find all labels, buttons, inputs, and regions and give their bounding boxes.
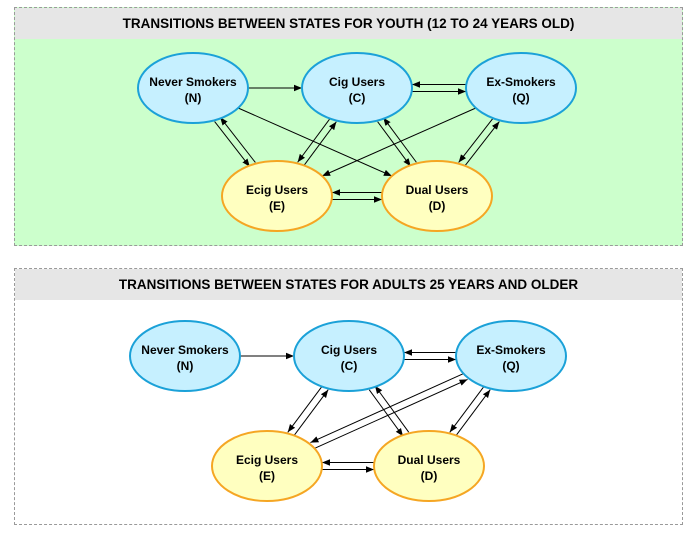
youth-arrow-d-to-c <box>382 117 417 163</box>
adults-arrow-c-to-d <box>368 389 404 437</box>
youth-node-d-name: Dual Users <box>406 183 469 197</box>
youth-node-e: Ecig Users (E) <box>221 160 333 232</box>
adults-panel: TRANSITIONS BETWEEN STATES FOR ADULTS 25… <box>14 268 683 525</box>
adults-arrow-c-to-e <box>287 385 324 433</box>
adults-arrow-d-to-c <box>374 385 410 433</box>
youth-node-q-name: Ex-Smokers <box>486 75 556 89</box>
youth-arrow-e-to-n <box>219 116 256 163</box>
adults-node-c: Cig Users (C) <box>293 320 405 392</box>
adults-node-c-ellipse <box>293 320 405 392</box>
adults-node-d-name: Dual Users <box>398 453 461 467</box>
youth-node-n: Never Smokers (N) <box>137 52 249 124</box>
youth-node-d: Dual Users (D) <box>381 160 493 232</box>
adults-arrow-e-to-q <box>313 378 468 450</box>
adults-node-q-name: Ex-Smokers <box>476 343 546 357</box>
youth-node-n-ellipse <box>137 52 249 124</box>
youth-arrow-q-to-e <box>321 107 477 177</box>
adults-node-c-name: Cig Users <box>321 343 377 357</box>
adults-arrow-e-to-c <box>292 389 329 437</box>
adults-node-n-code: (N) <box>177 359 194 373</box>
adults-arrow-q-to-d <box>449 385 486 433</box>
youth-node-e-code: (E) <box>269 199 285 213</box>
adults-node-c-code: (C) <box>341 359 358 373</box>
youth-panel-title: TRANSITIONS BETWEEN STATES FOR YOUTH (12… <box>15 8 682 39</box>
adults-node-q: Ex-Smokers (Q) <box>455 320 567 392</box>
youth-node-d-code: (D) <box>429 199 446 213</box>
youth-arrow-c-to-e <box>297 117 332 163</box>
youth-node-n-name: Never Smokers <box>149 75 237 89</box>
youth-node-e-name: Ecig Users <box>246 183 308 197</box>
youth-node-c: Cig Users (C) <box>301 52 413 124</box>
adults-arrow-d-to-q <box>454 389 491 437</box>
adults-node-d-code: (D) <box>421 469 438 483</box>
adults-node-d-ellipse <box>373 430 485 502</box>
adults-node-e-name: Ecig Users <box>236 453 298 467</box>
youth-node-c-ellipse <box>301 52 413 124</box>
youth-arrow-e-to-c <box>302 121 337 167</box>
adults-node-e-code: (E) <box>259 469 275 483</box>
youth-arrow-n-to-e <box>214 121 251 168</box>
adults-node-e-ellipse <box>211 430 323 502</box>
youth-node-c-name: Cig Users <box>329 75 385 89</box>
youth-arrow-q-to-d <box>458 116 495 163</box>
youth-node-q-code: (Q) <box>512 91 529 105</box>
adults-node-q-ellipse <box>455 320 567 392</box>
adults-node-n: Never Smokers (N) <box>129 320 241 392</box>
adults-panel-title: TRANSITIONS BETWEEN STATES FOR ADULTS 25… <box>15 269 682 300</box>
youth-node-c-code: (C) <box>349 91 366 105</box>
youth-panel: TRANSITIONS BETWEEN STATES FOR YOUTH (12… <box>14 7 683 246</box>
youth-arrow-n-to-d <box>237 107 393 177</box>
youth-arrow-d-to-q <box>463 121 500 168</box>
youth-node-q-ellipse <box>465 52 577 124</box>
youth-node-d-ellipse <box>381 160 493 232</box>
adults-arrow-q-to-e <box>310 372 465 444</box>
adults-node-d: Dual Users (D) <box>373 430 485 502</box>
adults-node-n-name: Never Smokers <box>141 343 229 357</box>
youth-node-n-code: (N) <box>185 91 202 105</box>
youth-node-q: Ex-Smokers (Q) <box>465 52 577 124</box>
adults-node-n-ellipse <box>129 320 241 392</box>
adults-node-q-code: (Q) <box>502 359 519 373</box>
youth-node-e-ellipse <box>221 160 333 232</box>
adults-node-e: Ecig Users (E) <box>211 430 323 502</box>
